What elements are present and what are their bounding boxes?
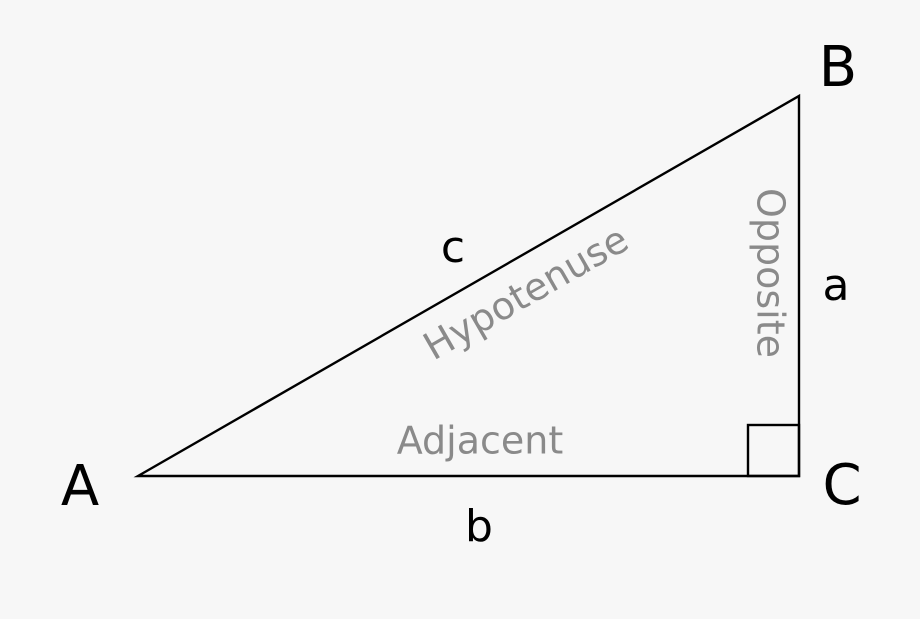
right-angle-marker [746,423,801,478]
vertex-label-c: C [822,453,861,518]
vertex-label-a: A [61,454,99,519]
vertex-label-b: B [819,35,857,100]
opposite-label: Opposite [749,188,793,358]
side-label-b: b [465,501,493,552]
side-label-c: c [441,222,465,273]
side-label-a: a [823,260,850,311]
triangle [133,93,801,478]
adjacent-label: Adjacent [397,419,564,463]
